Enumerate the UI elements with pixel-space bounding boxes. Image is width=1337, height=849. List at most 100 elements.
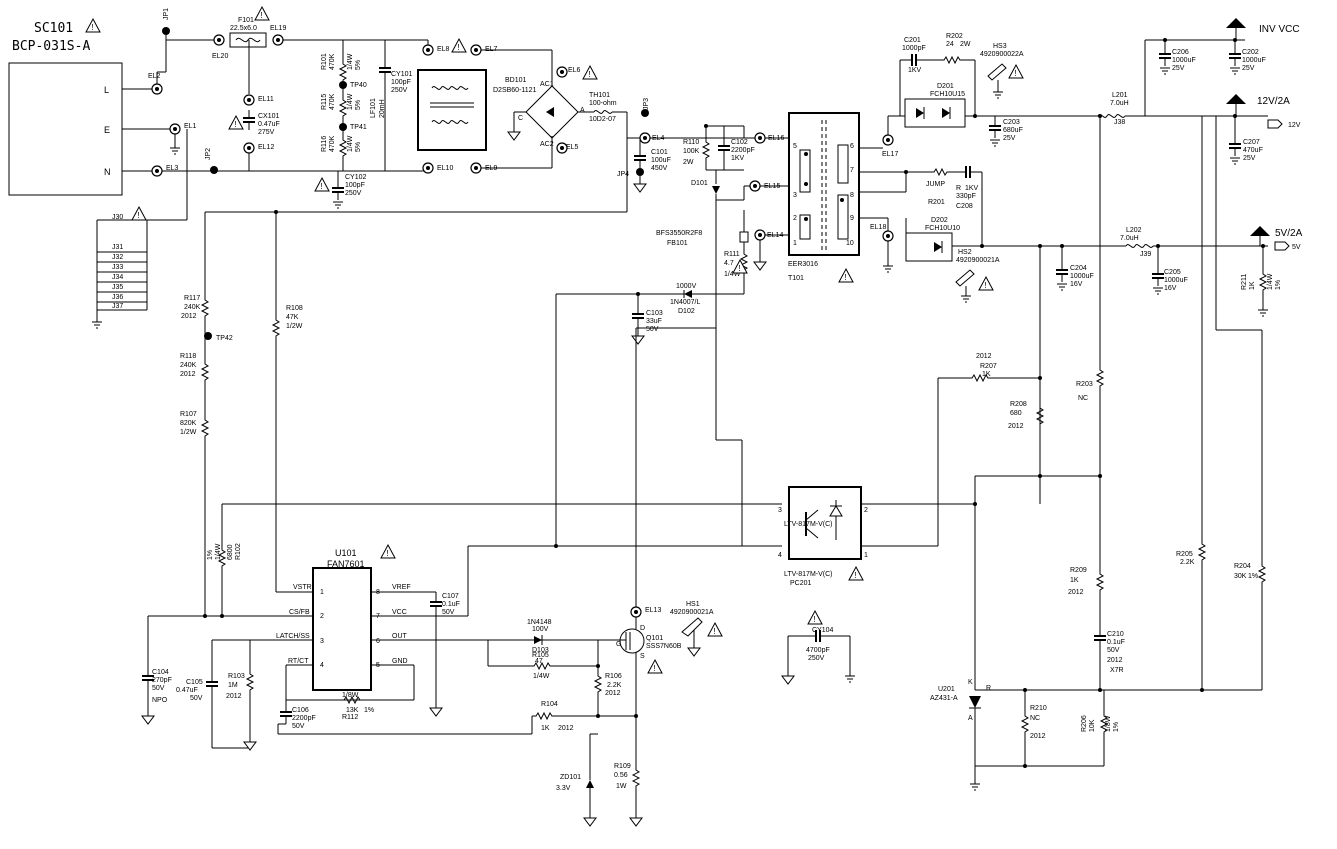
c104-type: NPO — [152, 697, 168, 704]
r204-value: 30K — [1234, 573, 1247, 580]
rail-12v-label: 12V/2A — [1257, 96, 1290, 107]
pin-l-label: L — [104, 85, 109, 95]
hs2-ref: HS2 — [958, 249, 972, 256]
c103-ref: C103 — [646, 310, 663, 317]
bd101-part: D2SB60-1121 — [493, 87, 537, 94]
u101-part: FAN7601 — [327, 559, 365, 569]
r106-value: 2.2K — [607, 682, 622, 689]
tp42-label: TP42 — [216, 335, 233, 342]
node-el13: EL13 — [645, 607, 661, 614]
d201-ref: D201 — [937, 83, 954, 90]
terminal-el10 — [422, 162, 434, 174]
terminal-el3 — [151, 165, 163, 177]
c106-value: 2200pF — [292, 715, 316, 722]
rail-inv-symbol — [1226, 18, 1246, 28]
u101-pin-latch: LATCH/SS — [276, 633, 310, 640]
warning-icon — [978, 276, 994, 291]
terminal-el16 — [754, 132, 766, 144]
testpoint-tp42 — [204, 332, 212, 340]
capacitor-c206 — [1158, 45, 1172, 67]
r202-ref: R202 — [946, 33, 963, 40]
jumper-j34: J34 — [112, 274, 123, 281]
terminal-el13 — [630, 606, 642, 618]
l201-value: 7.0uH — [1110, 100, 1129, 107]
c202-value: 1000uF — [1242, 57, 1266, 64]
warning-icon — [582, 65, 598, 80]
r101-watt: 1/4W — [347, 53, 354, 70]
warning-icon — [848, 566, 864, 581]
diode-d102 — [684, 290, 692, 298]
l201-ref: L201 — [1112, 92, 1128, 99]
t101-pin10: 10 — [846, 240, 854, 247]
r206-watt: 1/8W — [1105, 715, 1112, 732]
t101-pin9: 9 — [850, 215, 854, 222]
pwm-controller-u101 — [312, 567, 372, 691]
fb101-part: BFS3550R2F8 — [656, 230, 702, 237]
r116-ref: R116 — [321, 136, 328, 152]
cy102-ref: CY102 — [345, 174, 367, 181]
terminal-el17 — [882, 134, 894, 146]
th101-part: 10D2-07 — [589, 116, 616, 123]
connector-model: BCP-031S-A — [12, 39, 90, 54]
r104-value: 1K — [541, 725, 550, 732]
u101-pin-vstr: VSTR — [293, 584, 312, 591]
t101-pin8: 8 — [850, 192, 854, 199]
node-el5: EL5 — [566, 144, 579, 151]
jumper-j31: J31 — [112, 244, 123, 251]
capacitor-c103 — [631, 305, 645, 327]
resistor-r110 — [702, 137, 710, 163]
r209-value: 1K — [1070, 577, 1079, 584]
c102-voltage: 1KV — [731, 155, 745, 162]
output-5v-label: 5V — [1292, 244, 1301, 251]
r211-tol: 1% — [1275, 280, 1282, 290]
primary-ground-symbol — [507, 131, 521, 141]
r106-ref: R106 — [605, 673, 622, 680]
pc201-part: LTV-817M-V(C) — [784, 521, 833, 528]
capacitor-c205 — [1151, 265, 1165, 287]
terminal-el12 — [243, 142, 255, 154]
jumper-j32: J32 — [112, 254, 123, 261]
mosfet-q101 — [619, 628, 645, 654]
l202-value: 7.0uH — [1120, 235, 1139, 242]
capacitor-c101 — [633, 147, 647, 169]
resistor-r210 — [1021, 711, 1029, 737]
cy101-value: 100pF — [391, 79, 411, 86]
pc201-pin4: 4 — [778, 552, 782, 559]
connector-ref: SC101 — [34, 21, 73, 36]
r210-value: NC — [1030, 715, 1040, 722]
resistor-r107 — [201, 415, 209, 441]
hs2-part: 4920900021A — [956, 257, 1000, 264]
c208-ref: C208 — [956, 203, 973, 210]
r208-pkg: 2012 — [1008, 423, 1024, 430]
u101-pin-gnd: GND — [392, 658, 408, 665]
node-el11: EL11 — [258, 96, 274, 103]
pc201-part-label: LTV-817M-V(C) — [784, 571, 833, 578]
r108-ref: R108 — [286, 305, 303, 312]
c201-voltage: 1KV — [908, 67, 922, 74]
c204-voltage: 16V — [1070, 281, 1083, 288]
c202-ref: C202 — [1242, 49, 1259, 56]
d103-ref: D103 — [532, 647, 549, 654]
zd101-ref: ZD101 — [560, 774, 581, 781]
c208-voltage: 1KV — [965, 185, 979, 192]
c203-value: 680uF — [1003, 127, 1023, 134]
c201-value: 1000pF — [902, 45, 926, 52]
d201-part: FCH10U15 — [930, 91, 965, 98]
d102-volt: 1000V — [676, 283, 697, 290]
resistor-r101 — [339, 59, 347, 85]
r211-value: 1K — [1249, 281, 1256, 290]
optocoupler-pc201 — [788, 486, 862, 560]
capacitor-cx101 — [242, 109, 256, 131]
cy102-voltage: 250V — [345, 190, 362, 197]
u201-a: A — [968, 715, 973, 722]
resistor-r202 — [939, 56, 965, 64]
r110-ref: R110 — [683, 139, 699, 146]
r109-value: 0.56 — [614, 772, 628, 779]
r205-ref: R205 — [1176, 551, 1193, 558]
bridge-bd101 — [525, 85, 579, 139]
terminal-el1 — [169, 123, 181, 135]
r112-value: 13K — [346, 707, 359, 714]
cy104-voltage: 250V — [808, 655, 825, 662]
r102-value: 6800 — [227, 544, 234, 560]
r107-watt: 1/2W — [180, 429, 197, 436]
